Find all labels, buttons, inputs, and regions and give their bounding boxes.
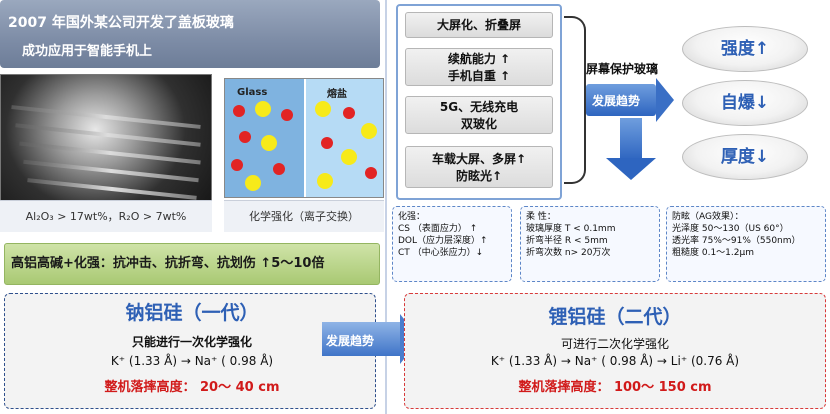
oval-spontaneous-breakage: 自爆↓ bbox=[682, 80, 808, 126]
center-divider bbox=[385, 0, 387, 414]
gen1-drop-height: 整机落摔高度： 20～ 40 cm bbox=[104, 380, 280, 395]
trend-label-top: 发展趋势 bbox=[592, 94, 641, 108]
note-chemical-strengthening: 化强： CS （表面应力） ↑ DOL（应力层深度）↑ CT （中心张应力）↓ bbox=[392, 206, 512, 282]
ion-exchange-caption: 化学强化（离子交换） bbox=[224, 200, 384, 232]
gen1-subtitle: 只能进行一次化学强化 bbox=[131, 335, 252, 349]
note-flexibility: 柔 性： 玻璃厚度 T < 0.1mm 折弯半径 R < 5mm 折弯次数 n>… bbox=[520, 206, 660, 282]
features-frame bbox=[396, 4, 562, 200]
oval-thickness: 厚度↓ bbox=[682, 134, 808, 180]
gen1-panel bbox=[4, 293, 376, 409]
note-anti-glare: 防眩（AG效果）： 光泽度 50～130（US 60°） 透光率 75%～91%… bbox=[666, 206, 826, 282]
glass-composition-caption: Al₂O₃ > 17wt%，R₂O > 7wt% bbox=[0, 200, 212, 232]
grouping-brace bbox=[564, 16, 586, 184]
trend-arrow-down-head bbox=[606, 158, 656, 180]
trend-arrow-right bbox=[586, 78, 674, 122]
gen2-panel bbox=[404, 293, 826, 409]
oval-strength: 强度↑ bbox=[682, 26, 808, 72]
feature-item-1: 大屏化、折叠屏 bbox=[405, 12, 553, 38]
title-line2: 成功应用于智能手机上 bbox=[22, 44, 153, 59]
strength-summary-bar: 高铝高碱+化强：抗冲击、抗折弯、抗划伤 ↑5～10倍 bbox=[4, 243, 380, 285]
gen1-ion-exchange: K⁺ (1.33 Å) → Na⁺ ( 0.98 Å) bbox=[110, 354, 274, 368]
gen2-subtitle: 可进行二次化学强化 bbox=[560, 337, 669, 351]
screen-protection-glass-label: 屏幕保护玻璃 bbox=[586, 62, 659, 76]
gen2-trend-label: 发展趋势 bbox=[326, 334, 375, 348]
gen2-title: 锂铝硅（二代） bbox=[548, 306, 682, 328]
trend-arrow-down bbox=[620, 118, 642, 160]
molten-salt-label: 熔盐 bbox=[327, 89, 347, 100]
gen1-title: 钠铝硅（一代） bbox=[125, 302, 259, 324]
title-line1: 2007 年国外某公司开发了盖板玻璃 bbox=[8, 15, 234, 31]
ion-exchange-illustration: Glass 熔盐 bbox=[224, 78, 384, 198]
gen2-ion-exchange: K⁺ (1.33 Å) → Na⁺ ( 0.98 Å) → Li⁺ (0.76 … bbox=[490, 354, 740, 368]
gen2-drop-height: 整机落摔高度： 100～ 150 cm bbox=[518, 380, 712, 395]
glass-label: Glass bbox=[237, 87, 268, 98]
feature-item-4: 车载大屏、多屏↑防眩光↑ bbox=[405, 146, 553, 188]
feature-item-3: 5G、无线充电双玻化 bbox=[405, 96, 553, 134]
title-banner bbox=[0, 0, 380, 68]
feature-item-2: 续航能力 ↑手机自重 ↑ bbox=[405, 48, 553, 86]
